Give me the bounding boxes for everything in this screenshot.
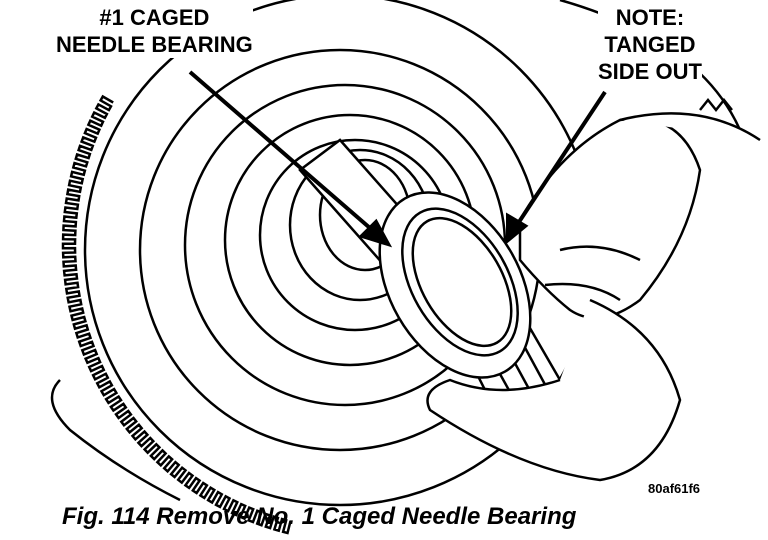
right-callout-line1: NOTE: (615, 5, 685, 30)
left-callout-line2: NEEDLE BEARING (56, 32, 253, 57)
figure-code: 80af61f6 (648, 481, 701, 496)
caged-needle-bearing-label: #1 CAGED NEEDLE BEARING (56, 4, 253, 58)
right-callout-line2: TANGED (604, 32, 696, 57)
gear-teeth-top-right (699, 97, 733, 113)
right-callout-line3: SIDE OUT (598, 59, 702, 84)
technician-hands (426, 112, 761, 482)
toothed-ring-gear (61, 94, 733, 535)
figure-caption: Fig. 114 Remove No. 1 Caged Needle Beari… (62, 503, 577, 530)
caged-needle-bearing (378, 191, 532, 379)
left-callout-line1: #1 CAGED (99, 5, 210, 30)
gear-teeth (61, 94, 292, 535)
callout-arrows (188, 70, 607, 248)
tanged-side-note-label: NOTE: TANGED SIDE OUT (598, 4, 702, 85)
